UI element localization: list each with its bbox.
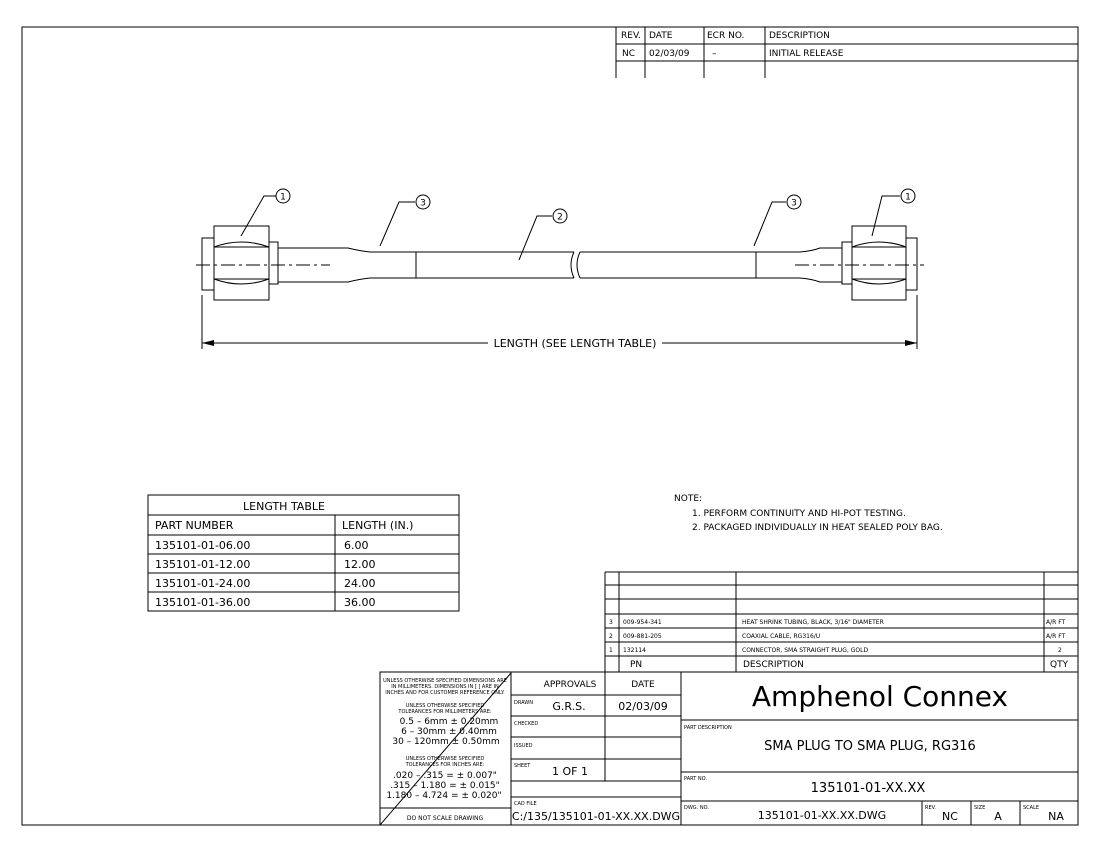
revision-block bbox=[615, 27, 1078, 78]
length-table-part: 135101-01-12.00 bbox=[155, 558, 250, 571]
rev-label: REV. bbox=[925, 805, 936, 811]
tolerance-mm-heading: TOLERANCES FOR MILLIMETERS ARE: bbox=[397, 709, 491, 715]
balloon-1-left bbox=[275, 188, 291, 204]
balloon-1-right-label: 1 bbox=[905, 193, 911, 203]
bom-pn: 009-881-205 bbox=[623, 633, 662, 640]
company-logo-text: Amphenol Connex bbox=[752, 680, 1008, 713]
date-header: DATE bbox=[649, 31, 673, 41]
length-table-part: 135101-01-36.00 bbox=[155, 596, 250, 609]
scale-value: NA bbox=[1048, 810, 1064, 823]
sheet-label: SHEET bbox=[514, 763, 531, 769]
right-sma-connector bbox=[841, 225, 918, 301]
note-item: 1. PERFORM CONTINUITY AND HI-POT TESTING… bbox=[692, 509, 906, 519]
tolerance-in: .020 – .315 = ± 0.007" bbox=[393, 771, 497, 781]
balloon-1-right bbox=[900, 188, 916, 204]
cable-assembly bbox=[196, 188, 924, 349]
balloon-3-left-label: 3 bbox=[420, 199, 426, 209]
bom-item: 2 bbox=[609, 633, 613, 640]
title-block bbox=[379, 671, 1079, 826]
ecr-header: ECR NO. bbox=[707, 31, 744, 41]
length-arrow-right bbox=[905, 340, 917, 346]
length-table-part: 135101-01-24.00 bbox=[155, 577, 250, 590]
part-number: 135101-01-XX.XX bbox=[811, 781, 926, 796]
drawn-label: DRAWN bbox=[514, 700, 533, 706]
tolerance-in-heading: TOLERANCES FOR INCHES ARE: bbox=[405, 762, 485, 768]
length-table-length: 24.00 bbox=[344, 577, 376, 590]
bom-qty: A/R FT bbox=[1046, 633, 1066, 640]
drawing-number-label: DWG. NO. bbox=[684, 805, 709, 811]
tolerance-intro: IN MILLIMETERS. DIMENSIONS IN [ ] ARE IN bbox=[391, 684, 499, 690]
length-table-header-length: LENGTH (IN.) bbox=[342, 519, 413, 532]
bom-qty: A/R FT bbox=[1046, 619, 1066, 626]
do-not-scale-note: DO NOT SCALE DRAWING bbox=[407, 815, 484, 822]
length-table-header-part: PART NUMBER bbox=[155, 519, 234, 532]
part-description-label: PART DESCRIPTION bbox=[684, 725, 732, 731]
size-value: A bbox=[994, 810, 1002, 823]
drawn-by: G.R.S. bbox=[552, 700, 585, 713]
approvals-header: APPROVALS bbox=[544, 680, 597, 690]
bom-header-description: DESCRIPTION bbox=[743, 660, 804, 670]
bom-item: 3 bbox=[609, 619, 613, 626]
bom-description: CONNECTOR, SMA STRAIGHT PLUG, GOLD bbox=[742, 647, 868, 654]
bom-pn: 009-954-341 bbox=[623, 619, 662, 626]
length-table-length: 36.00 bbox=[344, 596, 376, 609]
tolerance-intro: UNLESS OTHERWISE SPECIFIED DIMENSIONS AR… bbox=[383, 678, 507, 684]
tolerance-mm: 6 – 30mm ± 0.40mm bbox=[401, 727, 497, 737]
length-table-part: 135101-01-06.00 bbox=[155, 539, 250, 552]
cad-file-value: C:/135/135101-01-XX.XX.DWG bbox=[512, 810, 680, 823]
bom-qty: 2 bbox=[1058, 647, 1062, 654]
issued-label: ISSUED bbox=[514, 743, 533, 749]
part-description: SMA PLUG TO SMA PLUG, RG316 bbox=[764, 739, 976, 754]
tolerance-mm: 30 – 120mm ± 0.50mm bbox=[392, 737, 499, 747]
bom-item: 1 bbox=[609, 647, 613, 654]
drawing-number: 135101-01-XX.XX.DWG bbox=[758, 809, 886, 822]
approvals-date-header: DATE bbox=[631, 680, 655, 690]
note-item: 2. PACKAGED INDIVIDUALLY IN HEAT SEALED … bbox=[692, 523, 943, 533]
length-table-title: LENGTH TABLE bbox=[243, 500, 325, 513]
length-table bbox=[147, 494, 460, 612]
tolerance-in: .315 – 1.180 = ± 0.015" bbox=[390, 781, 500, 791]
tolerance-in-heading: UNLESS OTHERWISE SPECIFIED bbox=[406, 756, 485, 762]
balloon-1-left-label: 1 bbox=[280, 193, 286, 203]
scale-label: SCALE bbox=[1023, 805, 1039, 811]
balloon-3-left bbox=[415, 194, 431, 210]
bom-description: HEAT SHRINK TUBING, BLACK, 3/16" DIAMETE… bbox=[742, 619, 884, 626]
left-sma-connector bbox=[201, 225, 279, 301]
bom-description: COAXIAL CABLE, RG316/U bbox=[742, 633, 820, 640]
rev-value-title: NC bbox=[942, 810, 958, 823]
left-heat-shrink bbox=[278, 247, 417, 283]
balloon-2-label: 2 bbox=[557, 213, 563, 223]
description-header: DESCRIPTION bbox=[769, 31, 830, 41]
coax-cable bbox=[416, 251, 757, 279]
tolerance-intro: INCHES AND FOR CUSTOMER REFERENCE ONLY. bbox=[385, 690, 505, 696]
bom-header-pn: PN bbox=[630, 660, 642, 670]
size-label: SIZE bbox=[974, 805, 985, 811]
length-dimension-label: LENGTH (SEE LENGTH TABLE) bbox=[494, 337, 657, 350]
cad-file-label: CAD FILE bbox=[514, 801, 537, 807]
tolerance-mm-heading: UNLESS OTHERWISE SPECIFIED bbox=[406, 703, 485, 709]
rev-description-value: INITIAL RELEASE bbox=[769, 49, 844, 59]
bom-pn: 132114 bbox=[623, 647, 646, 654]
checked-label: CHECKED bbox=[514, 721, 538, 727]
length-table-length: 12.00 bbox=[344, 558, 376, 571]
tolerance-mm: 0.5 – 6mm ± 0.20mm bbox=[400, 717, 499, 727]
ecr-value: – bbox=[712, 49, 717, 59]
balloon-3-right-label: 3 bbox=[791, 199, 797, 209]
rev-date-value: 02/03/09 bbox=[649, 49, 690, 59]
tolerance-in: 1.180 – 4.724 = ± 0.020" bbox=[386, 791, 501, 801]
rev-value: NC bbox=[622, 49, 635, 59]
length-table-length: 6.00 bbox=[344, 539, 369, 552]
bom-header-qty: QTY bbox=[1050, 660, 1069, 670]
rev-header: REV. bbox=[621, 31, 641, 41]
length-arrow-left bbox=[202, 340, 214, 346]
notes-heading: NOTE: bbox=[674, 494, 702, 504]
balloon-2 bbox=[552, 208, 568, 224]
part-number-label: PART NO. bbox=[684, 776, 707, 782]
drawn-date: 02/03/09 bbox=[618, 700, 667, 713]
sheet-value: 1 OF 1 bbox=[552, 765, 588, 778]
balloon-3-right bbox=[786, 194, 802, 210]
